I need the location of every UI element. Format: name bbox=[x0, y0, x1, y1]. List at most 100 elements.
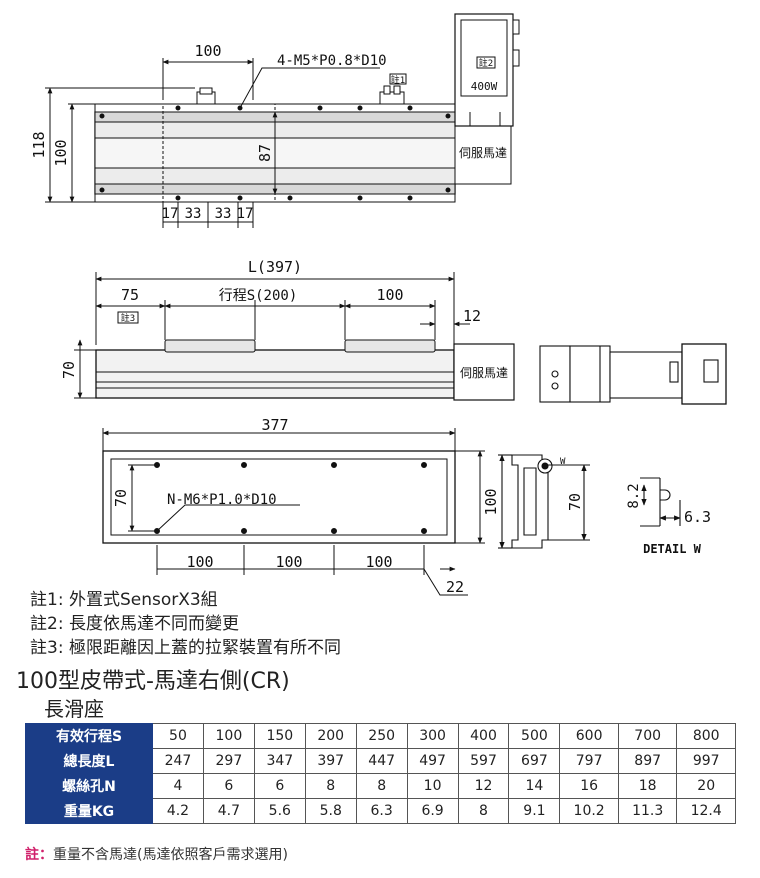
footnote: 註：重量不含馬達(馬達依照客戶需求選用) bbox=[25, 844, 288, 864]
table-cell: 150 bbox=[253, 723, 306, 749]
table-cell: 20 bbox=[676, 773, 736, 799]
dim-100-section: 100 bbox=[482, 488, 500, 515]
table-cell: 8 bbox=[457, 798, 510, 824]
footnote-text: 重量不含馬達(馬達依照客戶需求選用) bbox=[53, 847, 288, 863]
detail-view-labels: 8.2 6.3 DETAIL W bbox=[626, 483, 711, 556]
table-cell: 597 bbox=[457, 748, 510, 774]
table-cell: 697 bbox=[508, 748, 561, 774]
table-cell: 50 bbox=[152, 723, 204, 749]
table-cell: 5.6 bbox=[253, 798, 306, 824]
dim-length-L: L(397) bbox=[248, 258, 302, 276]
dim-bottom-17b: 17 bbox=[237, 206, 254, 222]
dim-100-side: 100 bbox=[376, 286, 403, 304]
table-cell: 297 bbox=[202, 748, 255, 774]
dim-12: 12 bbox=[463, 307, 481, 325]
table-cell: 4.7 bbox=[202, 798, 255, 824]
stroke-label: 行程S(200) bbox=[219, 288, 298, 304]
row-header: 有效行程S bbox=[25, 723, 153, 749]
row-header: 螺絲孔N bbox=[25, 773, 153, 799]
mark-w: W bbox=[560, 457, 566, 467]
table-cell: 797 bbox=[559, 748, 619, 774]
slider-type: 長滑座 bbox=[44, 697, 104, 721]
table-cell: 447 bbox=[355, 748, 408, 774]
table-cell: 400 bbox=[457, 723, 510, 749]
table-cell: 9.1 bbox=[508, 798, 561, 824]
dim-75: 75 bbox=[121, 286, 139, 304]
table-cell: 12.4 bbox=[676, 798, 736, 824]
table-cell: 10.2 bbox=[559, 798, 619, 824]
table-cell: 250 bbox=[355, 723, 408, 749]
dim-8-2: 8.2 bbox=[626, 483, 642, 508]
section-view bbox=[498, 454, 590, 549]
dim-inner-87: 87 bbox=[256, 144, 274, 162]
row-header: 重量KG bbox=[25, 798, 153, 824]
table-cell: 347 bbox=[253, 748, 306, 774]
table-cell: 397 bbox=[304, 748, 357, 774]
table-cell: 6.3 bbox=[355, 798, 408, 824]
tag-note1: 註1 bbox=[391, 74, 405, 86]
table-cell: 4 bbox=[152, 773, 204, 799]
table-cell: 6.9 bbox=[406, 798, 459, 824]
dim-bottom-17a: 17 bbox=[162, 206, 179, 222]
table-cell: 800 bbox=[676, 723, 736, 749]
row-header: 總長度L bbox=[25, 748, 153, 774]
hole-callout-bottom: N-M6*P1.0*D10 bbox=[167, 492, 277, 508]
top-view-labels: 100 4-M5*P0.8*D10 118 100 87 17 33 33 17… bbox=[30, 42, 507, 222]
dim-bottom-33a: 33 bbox=[185, 206, 202, 222]
dim-377: 377 bbox=[261, 416, 288, 434]
dim-70-section: 70 bbox=[566, 493, 584, 511]
section-view-labels: 100 70 W bbox=[482, 457, 584, 516]
dim-height-outer: 118 bbox=[30, 131, 48, 158]
detail-view bbox=[640, 477, 681, 527]
table-cell: 8 bbox=[304, 773, 357, 799]
table-cell: 6 bbox=[253, 773, 306, 799]
note-3: 註3: 極限距離因上蓋的拉緊裝置有所不同 bbox=[30, 638, 341, 658]
engineering-drawing: 100 4-M5*P0.8*D10 118 100 87 17 33 33 17… bbox=[30, 13, 727, 596]
tag-note2: 註2 bbox=[479, 57, 493, 69]
table-cell: 500 bbox=[508, 723, 561, 749]
dim-6-3: 6.3 bbox=[684, 508, 711, 526]
side-view bbox=[74, 272, 515, 401]
table-cell: 10 bbox=[406, 773, 459, 799]
table-cell: 247 bbox=[152, 748, 204, 774]
pitch-2: 100 bbox=[275, 553, 302, 571]
table-cell: 16 bbox=[559, 773, 619, 799]
model-title: 100型皮帶式-馬達右側(CR) bbox=[16, 669, 290, 694]
bottom-view bbox=[102, 428, 485, 596]
table-cell: 300 bbox=[406, 723, 459, 749]
pitch-3: 100 bbox=[365, 553, 392, 571]
dim-22: 22 bbox=[446, 578, 464, 596]
top-view bbox=[45, 13, 520, 228]
motor-power: 400W bbox=[471, 80, 498, 93]
table-cell: 4.2 bbox=[152, 798, 204, 824]
end-view bbox=[539, 343, 727, 405]
table-cell: 497 bbox=[406, 748, 459, 774]
dim-top-pitch: 100 bbox=[194, 42, 221, 60]
note-1: 註1: 外置式SensorX3組 bbox=[30, 590, 218, 610]
table-cell: 100 bbox=[202, 723, 255, 749]
dim-height-70-side: 70 bbox=[60, 361, 78, 379]
note-2: 註2: 長度依馬達不同而變更 bbox=[30, 614, 239, 634]
table-cell: 14 bbox=[508, 773, 561, 799]
table-cell: 11.3 bbox=[617, 798, 678, 824]
dim-70-bottom: 70 bbox=[112, 489, 130, 507]
tag-note3: 註3 bbox=[121, 312, 135, 324]
dim-height-inner: 100 bbox=[52, 139, 70, 166]
motor-label-side: 伺服馬達 bbox=[460, 366, 508, 380]
bottom-view-labels: 377 70 N-M6*P1.0*D10 100 100 100 22 bbox=[112, 416, 464, 596]
table-cell: 6 bbox=[202, 773, 255, 799]
table-cell: 997 bbox=[676, 748, 736, 774]
table-cell: 700 bbox=[617, 723, 678, 749]
table-cell: 12 bbox=[457, 773, 510, 799]
table-cell: 8 bbox=[355, 773, 408, 799]
table-cell: 897 bbox=[617, 748, 678, 774]
table-cell: 200 bbox=[304, 723, 357, 749]
dim-bottom-33b: 33 bbox=[215, 206, 232, 222]
table-cell: 18 bbox=[617, 773, 678, 799]
hole-callout-top: 4-M5*P0.8*D10 bbox=[277, 53, 387, 69]
footnote-label: 註： bbox=[25, 847, 53, 863]
